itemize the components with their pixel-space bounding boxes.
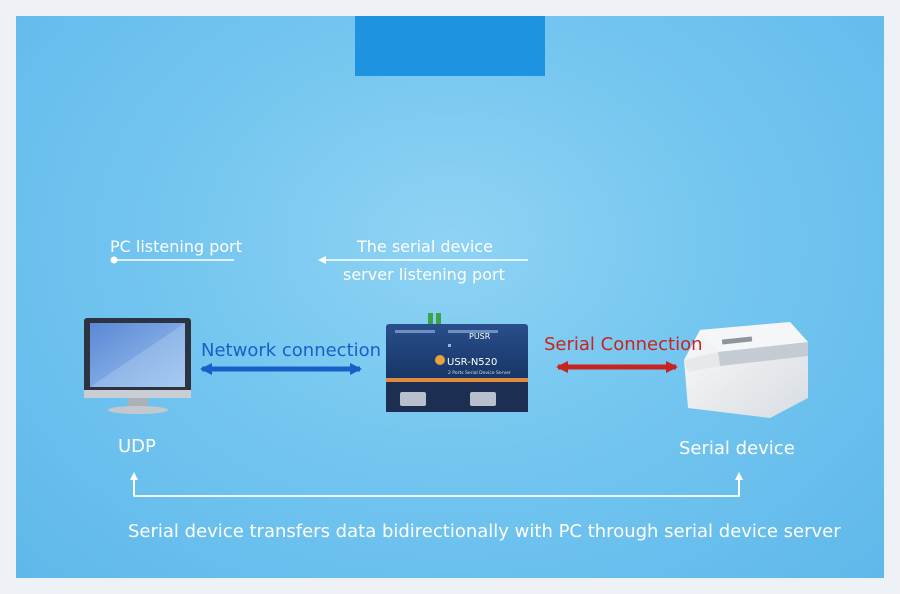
server-port-label-line1: The serial device (357, 237, 493, 256)
pc-port-pointer (110, 256, 234, 264)
device-brand: PUSR (469, 332, 491, 341)
server-port-label-line2: server listening port (343, 265, 505, 284)
serial-device-server-icon (386, 313, 528, 412)
device-model: USR-N520 (447, 357, 497, 368)
serial-printer-icon (684, 322, 808, 418)
serial-device-label: Serial device (679, 438, 795, 459)
bidirectional-bracket-arrow (130, 472, 743, 497)
pc-monitor-icon (84, 318, 191, 414)
header-tab (355, 16, 545, 76)
serial-connection-label: Serial Connection (544, 334, 703, 355)
diagram-caption: Serial device transfers data bidirection… (128, 521, 841, 542)
device-subtitle: 2 Ports Serial Device Server (448, 370, 511, 376)
network-connection-label: Network connection (201, 340, 382, 361)
udp-label: UDP (118, 436, 156, 457)
pc-port-label: PC listening port (110, 237, 243, 256)
